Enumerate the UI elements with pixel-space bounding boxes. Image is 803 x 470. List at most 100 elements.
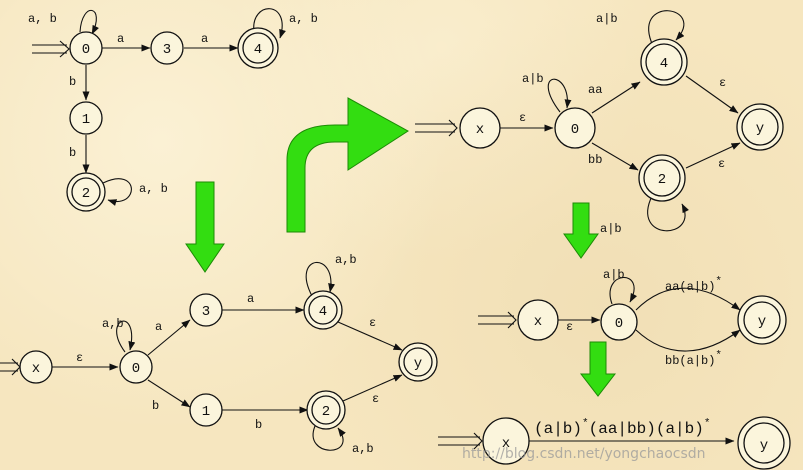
step3-self-loop-0	[609, 276, 638, 305]
step1-state-label-0: 0	[132, 361, 140, 377]
step2-state-label-0: 0	[571, 122, 579, 138]
nfa-diagram: a, b a a a, b b b a, b 0 3 4 1 2	[28, 8, 318, 212]
edge-label-1-2-step1: b	[255, 418, 262, 432]
step1-loop-label-2: a,b	[352, 442, 374, 456]
edge-label-0-1-step1: b	[152, 399, 159, 413]
step2-edge-4-y	[685, 75, 739, 114]
step3-state-0	[600, 303, 638, 341]
step1-self-loop-2	[312, 425, 346, 451]
step2-edge-label-0-2: bb	[588, 153, 602, 167]
step1-state-label-x: x	[32, 361, 40, 377]
step2-start-arrow	[415, 123, 455, 133]
step2-edge-2-y	[685, 142, 741, 169]
edge-label-3-4-step1: a	[247, 292, 254, 306]
step1-state-3	[189, 293, 223, 327]
step1-self-loop-0	[116, 320, 136, 353]
final-state-x	[482, 417, 530, 465]
state-label-0: 0	[82, 42, 90, 58]
step2-state-2	[643, 159, 681, 197]
step1-state-1	[189, 393, 223, 427]
final-edge-part-2: (aa|bb)(a|b)	[589, 420, 704, 438]
state-label-1: 1	[82, 112, 90, 128]
step2-edge-label-2-y: ε	[718, 157, 725, 171]
step2-self-loop-4	[648, 10, 685, 47]
final-edge-star-2: *	[704, 418, 711, 430]
self-loop-2	[102, 178, 132, 206]
step1-state-x	[19, 350, 53, 384]
step2-start-arrow-head	[448, 119, 458, 137]
state-2	[71, 177, 101, 207]
self-loop-0	[79, 9, 99, 35]
green-down-arrow-2	[563, 202, 599, 259]
step2-state-label-y: y	[756, 121, 764, 137]
edge-2-y	[342, 374, 403, 402]
step3-state-y	[743, 301, 781, 339]
step2-loop-label-2: a|b	[600, 222, 622, 236]
step1-diagram: ε a,b a a b b ε ε a,b a,b x 0 3 4 1 2 y	[0, 253, 438, 456]
loop-label-2: a, b	[139, 182, 168, 196]
step1-loop-label-0: a,b	[102, 317, 124, 331]
final-edge-star-1: *	[582, 418, 589, 430]
final-start-arrow	[438, 436, 480, 446]
step1-start-arrow	[0, 362, 18, 372]
green-down-arrow-1	[185, 181, 225, 273]
state-1	[69, 101, 103, 135]
edge-label-0-1: b	[69, 75, 76, 89]
edge-4-y	[337, 321, 403, 351]
step2-state-y	[741, 108, 779, 146]
watermark: http://blog.csdn.net/yongchaocsdn	[462, 446, 706, 462]
step1-state-label-2: 2	[322, 404, 330, 420]
state-label-3: 3	[163, 42, 171, 58]
loop-label-4: a, b	[289, 12, 318, 26]
final-state-label-y: y	[760, 438, 768, 454]
final-diagram: (a|b)*(aa|bb)(a|b)* x y	[438, 416, 791, 470]
step2-edge-label-4-y: ε	[719, 76, 726, 90]
step3-start-arrow-head	[507, 311, 517, 329]
step3-state-label-0: 0	[615, 316, 623, 332]
final-edge-part-1: (a|b)	[534, 420, 582, 438]
step3-edge-lower	[635, 329, 741, 352]
step1-state-label-4: 4	[319, 304, 327, 320]
step2-edge-label-x-0: ε	[519, 111, 526, 125]
state-label-4: 4	[254, 42, 262, 58]
start-arrow	[32, 44, 67, 54]
edge-label-4-y: ε	[369, 316, 376, 330]
edge-label-1-2: b	[69, 146, 76, 160]
loop-label-0: a, b	[28, 12, 57, 26]
step1-state-2	[311, 395, 341, 425]
state-0	[69, 31, 103, 65]
step3-lower-base: bb(a|b)	[665, 354, 715, 368]
edge-label-0-3: a	[117, 32, 124, 46]
step1-state-label-1: 1	[202, 404, 210, 420]
start-arrow-head	[59, 40, 70, 58]
step2-diagram: ε a|b aa bb ε ε a|b a|b x 0 4 2 y	[415, 10, 784, 236]
step2-self-loop-2	[647, 195, 689, 232]
step3-edge-label-lower: bb(a|b)*	[665, 350, 722, 368]
step2-loop-label-0: a|b	[522, 72, 544, 86]
step2-edge-label-0-4: aa	[588, 83, 602, 97]
green-down-arrow-3	[579, 341, 617, 397]
step1-start-arrow-head	[11, 358, 21, 376]
step1-state-y	[403, 347, 433, 377]
step2-state-0	[554, 107, 596, 149]
step3-lower-star: *	[715, 350, 722, 362]
edge-label-0-3-step1: a	[155, 320, 162, 334]
step3-edge-upper	[635, 287, 741, 311]
step2-state-label-4: 4	[660, 56, 668, 72]
final-state-label-x: x	[502, 436, 510, 452]
edge-label-2-y: ε	[372, 392, 379, 406]
step3-loop-label-0: a|b	[603, 268, 625, 282]
step1-self-loop-4	[305, 261, 336, 297]
state-label-2: 2	[82, 186, 90, 202]
step3-edge-label-upper: aa(a|b)*	[665, 276, 722, 294]
step3-state-label-y: y	[758, 314, 766, 330]
step2-state-4	[645, 43, 683, 81]
step3-upper-base: aa(a|b)	[665, 280, 715, 294]
step1-state-label-y: y	[414, 356, 422, 372]
step3-upper-star: *	[715, 276, 722, 288]
edge-label-3-4: a	[201, 32, 208, 46]
state-3	[150, 31, 184, 65]
green-curved-arrow	[286, 97, 409, 233]
